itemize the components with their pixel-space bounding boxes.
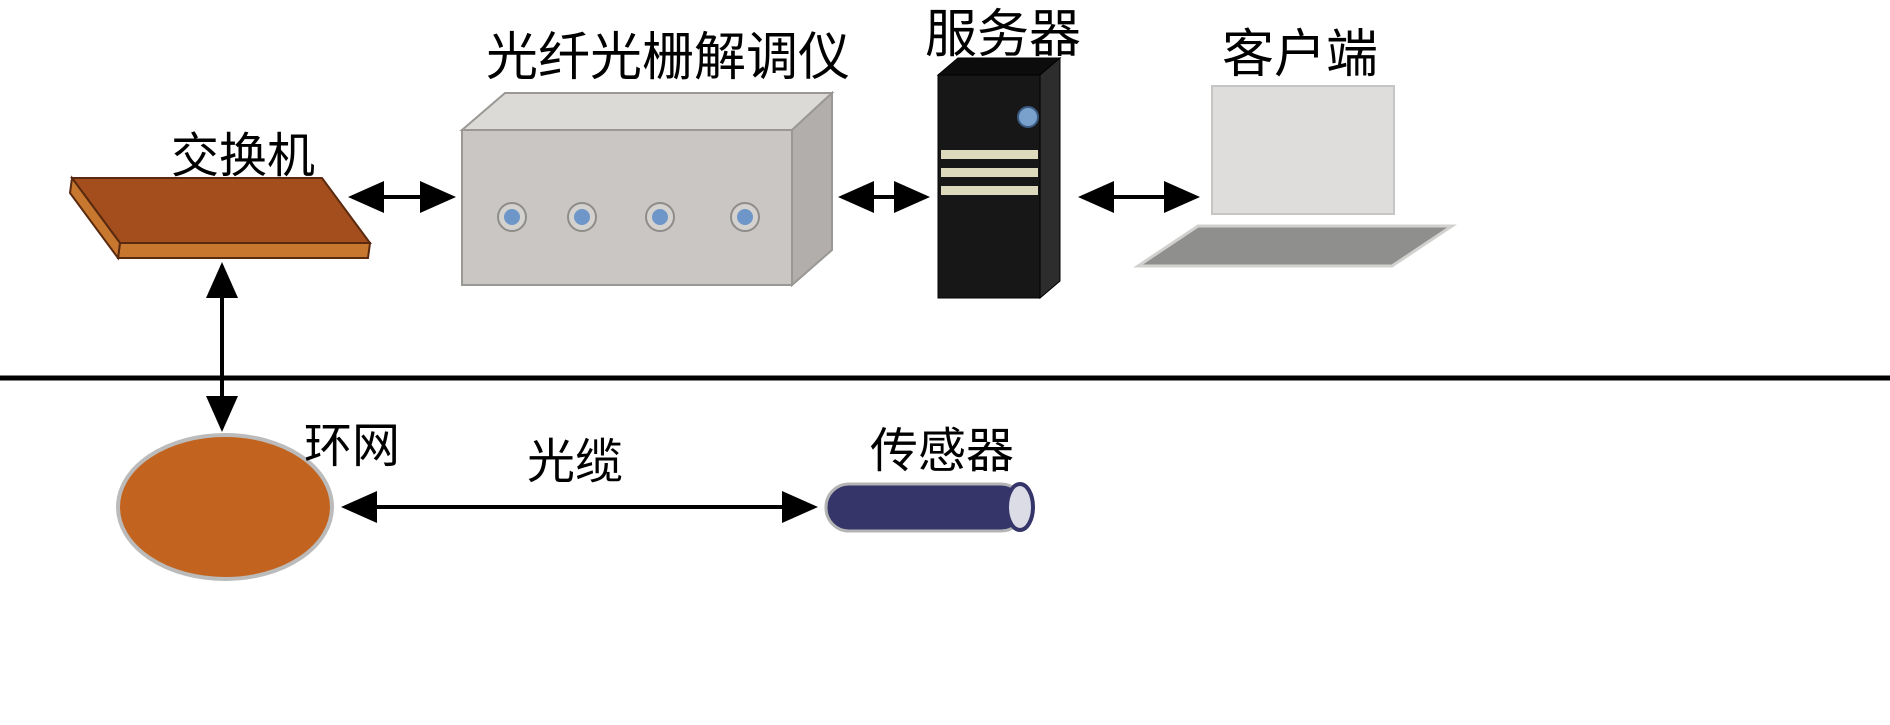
switch-top-face	[70, 177, 372, 244]
port-dot-4	[737, 209, 753, 225]
interrogator-top-face	[459, 92, 835, 131]
ring-network-ellipse	[116, 433, 334, 581]
switch-left-edge	[68, 175, 122, 261]
client-monitor	[1211, 85, 1395, 215]
client-keyboard	[1133, 224, 1457, 268]
sensor-end-cap	[1005, 482, 1035, 532]
port-dot-3	[652, 209, 668, 225]
switch-shape	[68, 175, 372, 261]
switch-front-edge	[116, 242, 372, 259]
server-power-dot	[1017, 106, 1039, 128]
server-label: 服务器	[925, 7, 1081, 64]
server-tower	[936, 56, 1062, 300]
server-stripe-2	[941, 168, 1038, 177]
interrogator-box	[459, 90, 835, 288]
switch-label: 交换机	[171, 130, 315, 183]
cable-label: 光缆	[527, 436, 623, 489]
ring-label: 环网	[304, 420, 400, 473]
port-dot-1	[504, 209, 520, 225]
interrogator-ports	[497, 202, 760, 232]
sensor-body	[824, 482, 1026, 533]
port-dot-2	[574, 209, 590, 225]
server-stripe-1	[941, 150, 1038, 159]
client-label: 客户端	[1222, 27, 1378, 84]
client-computer	[1133, 85, 1457, 268]
sensor-label: 传感器	[870, 425, 1014, 478]
sensor-cylinder	[824, 482, 1035, 533]
server-stripe-3	[941, 186, 1038, 195]
interrogator-label: 光纤光栅解调仪	[486, 30, 850, 87]
server-side-face	[1039, 56, 1061, 300]
